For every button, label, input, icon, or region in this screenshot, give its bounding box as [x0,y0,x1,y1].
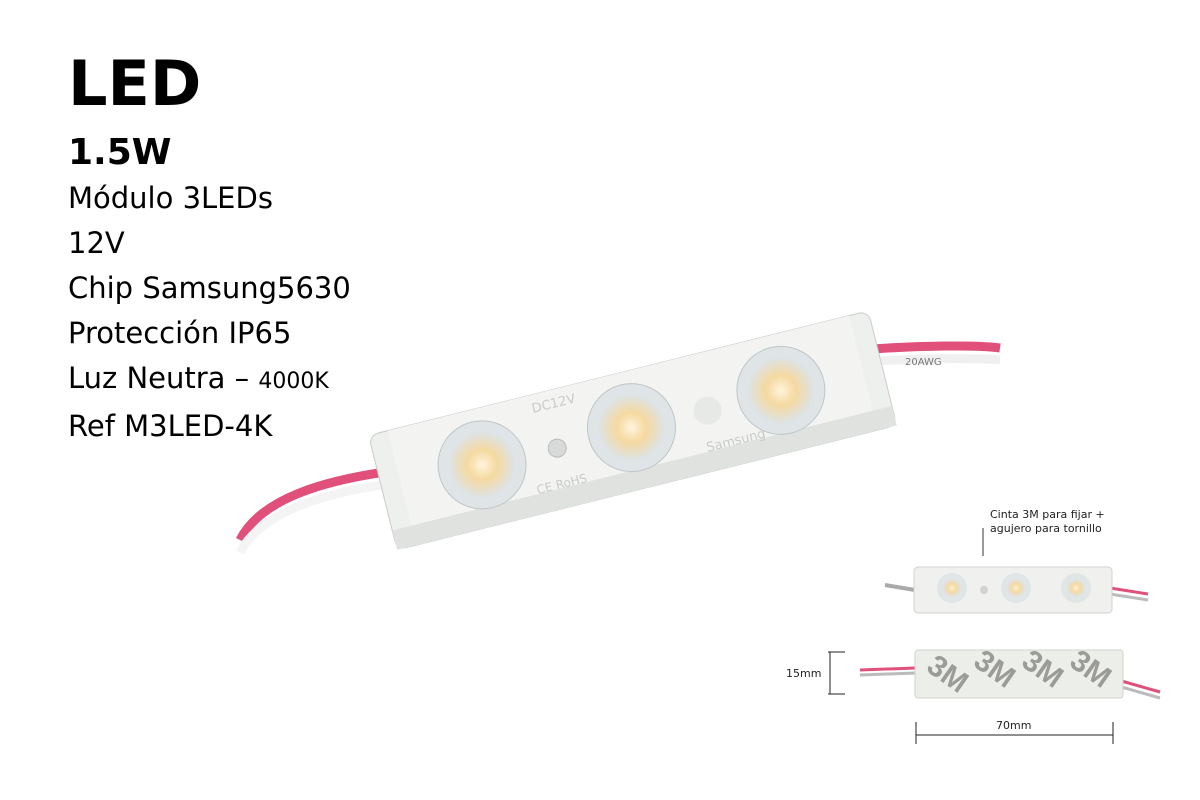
spec-light: Luz Neutra – 4000K [68,356,351,404]
wire-gauge-print: 20AWG [905,357,942,368]
spec-ref: Ref M3LED-4K [68,409,273,443]
width-dimension [915,722,1114,744]
light-label: Luz Neutra – [68,361,250,395]
spec-modules: Módulo 3LEDs [68,181,273,215]
product-title: LED [68,47,202,120]
tape-note-line2: agujero para tornillo [990,522,1102,535]
height-label: 15mm [786,667,822,680]
spec-chip: Chip Samsung5630 [68,271,351,305]
led-module-top-view [884,528,1149,614]
spec-list: LED 1.5W Módulo 3LEDs 12V Chip Samsung56… [68,46,351,449]
light-temp: 4000K [258,369,329,394]
power-rating: 1.5W [68,132,172,173]
led-module-main: 20AWG DC12V Samsung CE RoHS [235,312,1001,555]
spec-protection: Protección IP65 [68,316,292,350]
led-module-bottom-view: 3M 3M 3M 3M [828,644,1161,744]
width-label: 70mm [996,719,1032,732]
spec-voltage: 12V [68,226,125,260]
height-dimension [828,651,845,695]
tape-note-line1: Cinta 3M para fijar + [990,508,1105,521]
tape-note: Cinta 3M para fijar + agujero para torni… [990,508,1105,536]
